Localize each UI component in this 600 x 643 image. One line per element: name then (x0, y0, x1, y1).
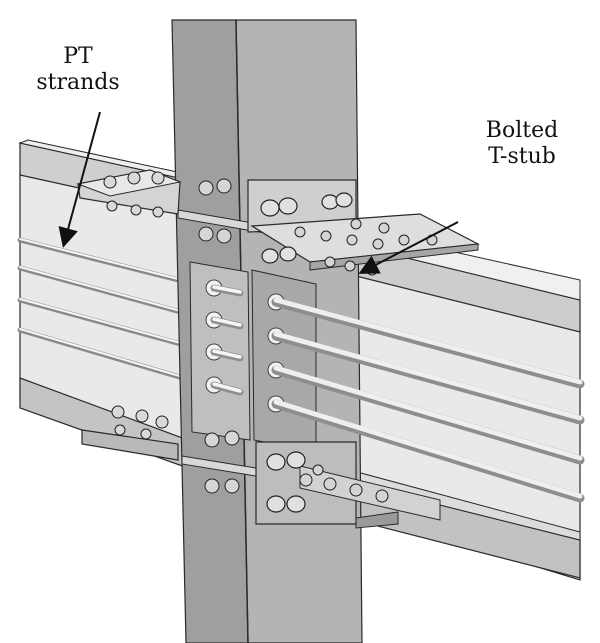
pt-strands-arrow (58, 111, 101, 248)
top-t-stub-left (76, 169, 182, 218)
pt-strands-label-line2: strands (36, 70, 120, 95)
column-bottom-bolts (204, 430, 240, 494)
bottom-t-stub-left (81, 405, 179, 461)
column-top-bolts (198, 178, 232, 244)
bottom-t-stub-right (255, 441, 441, 529)
pt-strands-label: PT strands (22, 44, 134, 96)
pt-strands-label-line1: PT (63, 44, 93, 69)
top-t-stub-right (247, 179, 481, 276)
bolted-t-stub-label-line2: T-stub (488, 144, 556, 169)
bolted-t-stub-label: Bolted T-stub (462, 118, 582, 170)
t-stub-arrow (358, 221, 459, 274)
pt-strands-right (210, 284, 585, 503)
bolted-t-stub-label-line1: Bolted (485, 118, 559, 143)
